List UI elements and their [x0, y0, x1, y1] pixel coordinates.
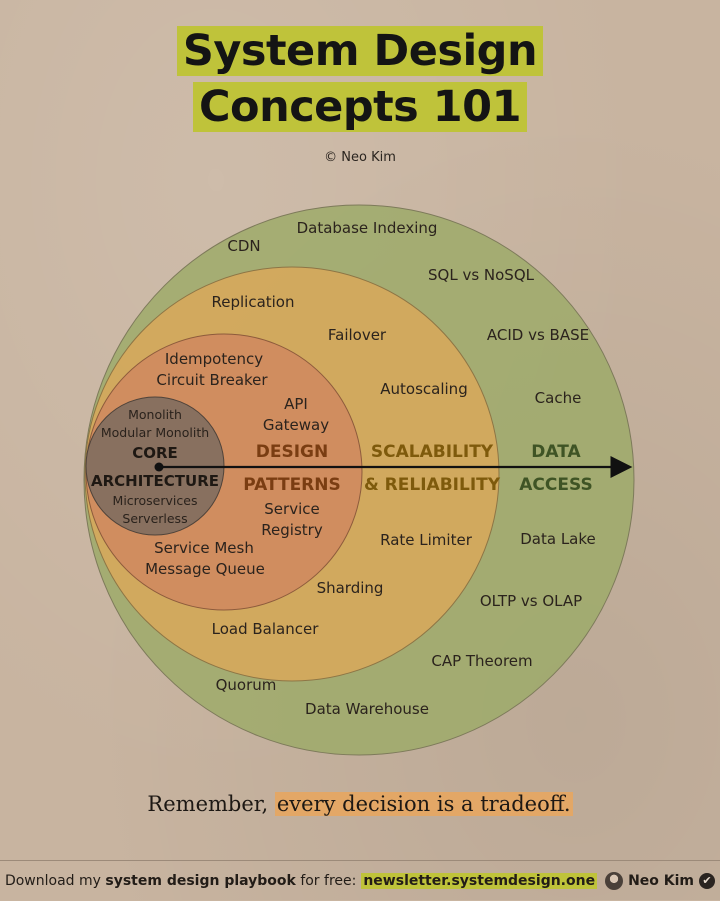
item-serverless: Serverless	[122, 511, 187, 526]
item-service: Service	[264, 500, 319, 518]
category-reliability-title: & RELIABILITY	[364, 475, 501, 495]
footer-middle: for free:	[300, 873, 357, 889]
quote-prefix: Remember,	[147, 792, 275, 816]
footer-bar: Download my system design playbook for f…	[0, 860, 720, 901]
item-registry: Registry	[261, 521, 323, 539]
page-title: System Design Concepts 101	[0, 26, 720, 132]
item-replication: Replication	[211, 293, 294, 311]
item-cap-theorem: CAP Theorem	[431, 652, 532, 670]
title-line-2: Concepts 101	[192, 82, 528, 132]
item-idempotency: Idempotency	[165, 350, 263, 368]
item-microservices: Microservices	[113, 493, 198, 508]
title-line-1: System Design	[176, 26, 544, 76]
item-cdn: CDN	[227, 237, 260, 255]
item-failover: Failover	[328, 326, 387, 344]
item-data-lake: Data Lake	[520, 530, 596, 548]
item-message-queue: Message Queue	[145, 560, 265, 578]
item-sharding: Sharding	[317, 579, 384, 597]
footer-author-name: Neo Kim	[628, 873, 695, 889]
item-monolith: Monolith	[128, 407, 182, 422]
footer-prefix: Download my	[4, 873, 101, 889]
author-avatar	[605, 872, 624, 890]
author-credit: © Neo Kim	[324, 150, 396, 165]
item-load-balancer: Load Balancer	[212, 620, 320, 638]
verified-icon: ✔	[699, 873, 716, 889]
quote-highlight: every decision is a tradeoff.	[274, 792, 573, 816]
category-architecture-title: ARCHITECTURE	[91, 472, 219, 490]
category-data-title: DATA	[531, 442, 581, 462]
item-acid-vs-base: ACID vs BASE	[487, 326, 589, 344]
item-circuit-breaker: Circuit Breaker	[156, 371, 268, 389]
item-modular-monolith: Modular Monolith	[101, 425, 209, 440]
category-access-title: ACCESS	[519, 475, 592, 495]
item-service-mesh: Service Mesh	[154, 539, 254, 557]
item-api: API	[284, 395, 308, 413]
item-rate-limiter: Rate Limiter	[380, 531, 473, 549]
tradeoff-quote: Remember, every decision is a tradeoff.	[0, 792, 720, 816]
category-patterns-title: PATTERNS	[243, 475, 341, 495]
item-cache: Cache	[535, 389, 582, 407]
axis-origin-dot	[154, 462, 164, 472]
item-oltp-vs-olap: OLTP vs OLAP	[480, 592, 582, 610]
category-scalability-title: SCALABILITY	[371, 442, 494, 462]
item-sql-vs-nosql: SQL vs NoSQL	[428, 266, 535, 284]
category-design-title: DESIGN	[256, 442, 328, 462]
newsletter-link[interactable]: newsletter.systemdesign.one	[361, 873, 598, 889]
category-core-title: CORE	[132, 444, 178, 462]
item-data-warehouse: Data Warehouse	[305, 700, 429, 718]
item-gateway: Gateway	[263, 416, 329, 434]
footer-playbook: system design playbook	[105, 873, 296, 889]
item-autoscaling: Autoscaling	[380, 380, 467, 398]
item-quorum: Quorum	[216, 676, 277, 694]
item-database-indexing: Database Indexing	[297, 219, 438, 237]
